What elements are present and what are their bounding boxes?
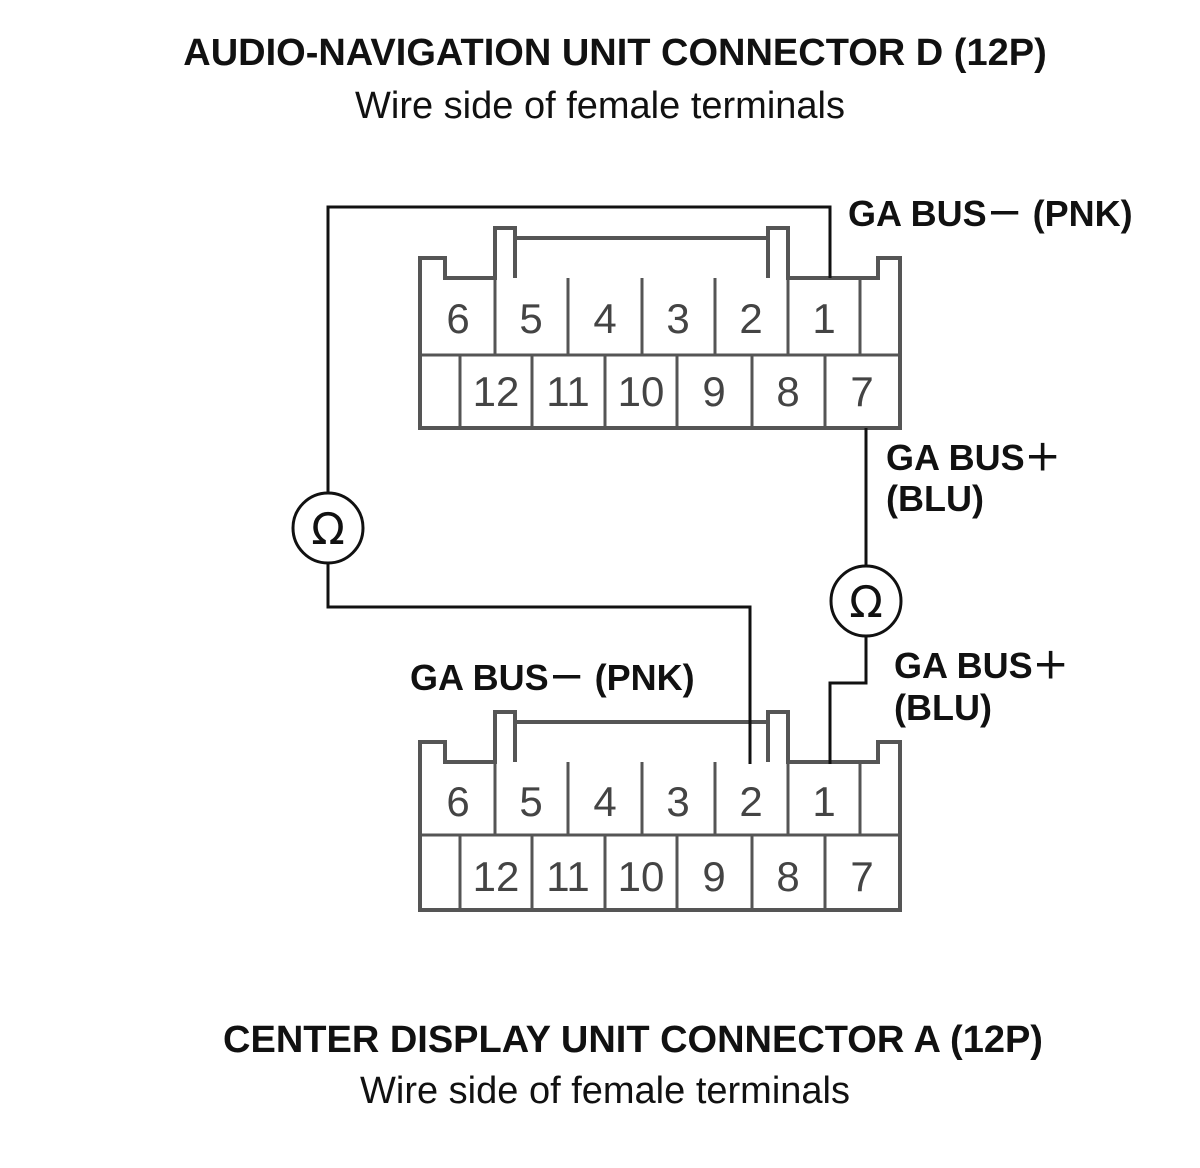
top-pin-12: 12 [473,368,520,415]
bottom-pin-11: 11 [546,853,590,900]
top-pin-2: 2 [739,295,762,342]
ohm-icon: Ω [311,504,345,555]
wire-ga-bus-minus-lower [326,563,752,764]
label-top-ga-bus-plus-color: (BLU) [886,478,984,519]
label-bottom-ga-bus-plus: GA BUS＋ [894,645,1069,686]
bottom-pin-1: 1 [812,778,835,825]
top-pin-4: 4 [593,295,616,342]
top-pin-11: 11 [546,368,590,415]
wire-ga-bus-minus-upper [326,205,832,493]
bottom-pin-3: 3 [666,778,689,825]
bottom-pin-4: 4 [593,778,616,825]
top-pin-8: 8 [776,368,799,415]
ohmmeter-right: Ω [829,564,903,638]
bottom-connector-title: CENTER DISPLAY UNIT CONNECTOR A (12P) [223,1019,1043,1061]
top-pin-1: 1 [812,295,835,342]
ohmmeter-left: Ω [291,491,365,565]
ohm-icon: Ω [849,577,883,628]
bottom-pin-10: 10 [618,853,665,900]
ohmmeter-right-circle [829,564,903,638]
top-connector-title: AUDIO-NAVIGATION UNIT CONNECTOR D (12P) [183,32,1046,74]
label-top-ga-bus-minus: GA BUS－ (PNK) [848,193,1133,234]
label-bottom-ga-bus-plus-color: (BLU) [894,687,992,728]
top-pin-7: 7 [850,368,873,415]
bottom-pin-8: 8 [776,853,799,900]
top-connector: 6 5 4 3 2 1 12 11 10 9 8 7 [418,226,902,430]
top-pin-6: 6 [446,295,469,342]
bottom-connector: 6 5 4 3 2 1 12 11 10 9 8 7 [418,710,902,912]
bottom-pin-7: 7 [850,853,873,900]
top-pin-3: 3 [666,295,689,342]
bottom-pin-5: 5 [519,778,542,825]
bottom-connector-subtitle: Wire side of female terminals [360,1070,850,1112]
ohmmeter-left-circle [291,491,365,565]
top-pin-5: 5 [519,295,542,342]
bottom-pin-12: 12 [473,853,520,900]
top-pin-9: 9 [702,368,725,415]
label-top-ga-bus-plus: GA BUS＋ [886,437,1061,478]
top-connector-subtitle: Wire side of female terminals [355,85,845,127]
bottom-pin-2: 2 [739,778,762,825]
label-bottom-ga-bus-minus: GA BUS－ (PNK) [410,657,695,698]
wire-ga-bus-plus-lower [828,637,868,764]
bottom-pin-6: 6 [446,778,469,825]
bottom-pin-9: 9 [702,853,725,900]
top-pin-10: 10 [618,368,665,415]
